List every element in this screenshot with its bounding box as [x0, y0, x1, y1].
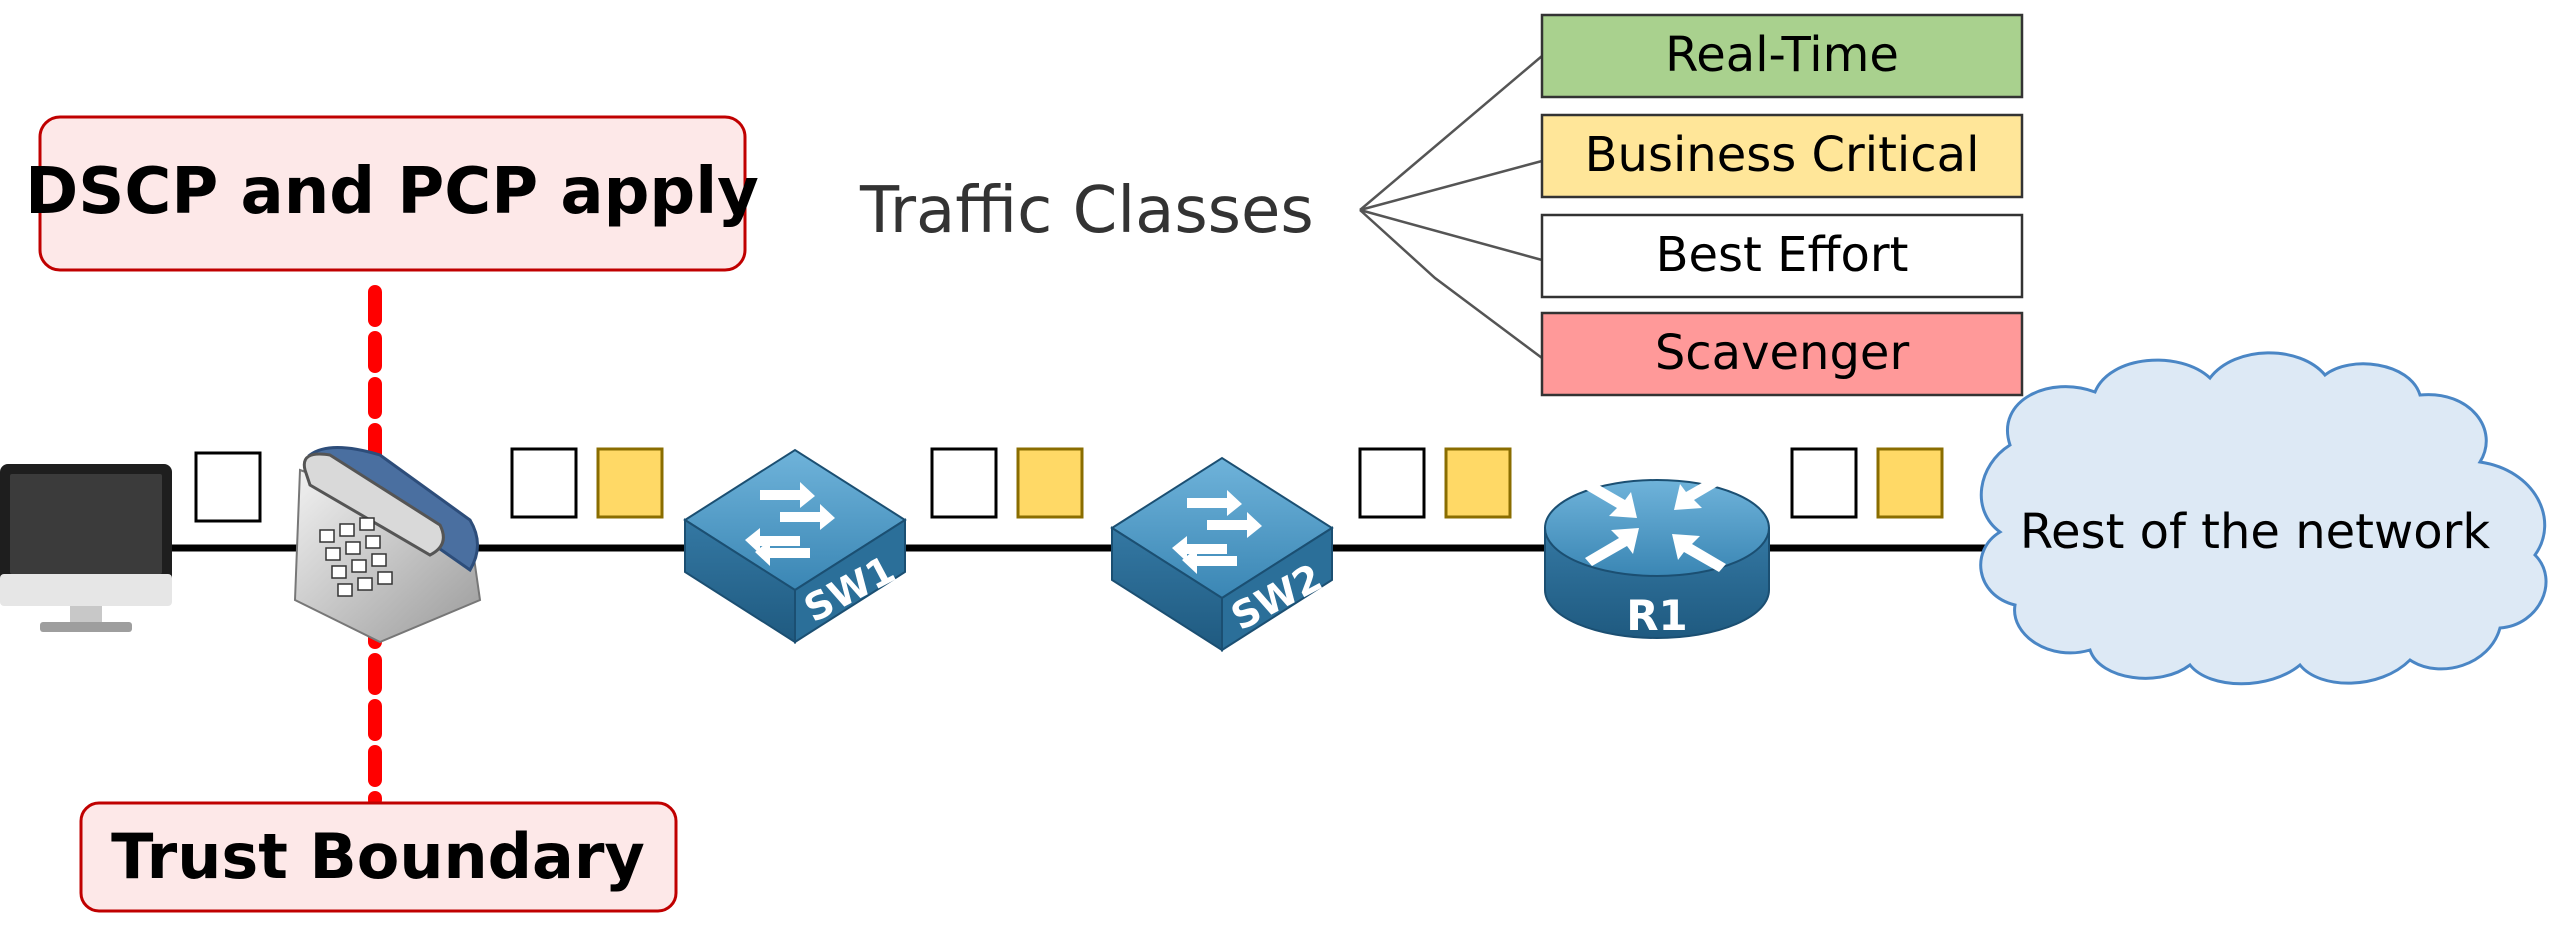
trust-boundary-callout: Trust Boundary [79, 801, 678, 913]
traffic-classes-heading: Traffic Classes [859, 174, 1314, 248]
switch-sw1-icon: SW1 [683, 448, 907, 644]
packet-unmarked [510, 447, 578, 519]
packet-marked [1444, 447, 1512, 519]
cloud-icon: Rest of the network [1979, 351, 2548, 686]
trust-boundary-label: Trust Boundary [111, 820, 645, 893]
computer-icon [0, 464, 172, 632]
router-r1-icon: R1 [1544, 472, 1770, 640]
packet-unmarked [930, 447, 998, 519]
class-box-scavenger: Scavenger [1540, 311, 2024, 397]
switch-sw2-icon: SW2 [1110, 456, 1334, 652]
class-label-best-effort: Best Effort [1656, 227, 1909, 283]
rest-of-network-label: Rest of the network [2020, 504, 2491, 560]
packets [194, 447, 1944, 523]
packet-marked [1016, 447, 1084, 519]
dscp-pcp-callout: DSCP and PCP apply [25, 115, 759, 272]
packet-marked [1876, 447, 1944, 519]
packet-unmarked [1358, 447, 1426, 519]
router-r1-label: R1 [1626, 591, 1688, 640]
traffic-classes-connectors [1359, 55, 1543, 360]
class-box-business-critical: Business Critical [1540, 113, 2024, 199]
ip-phone-icon [293, 446, 482, 644]
packet-unmarked [194, 451, 262, 523]
packet-marked [596, 447, 664, 519]
packet-unmarked [1790, 447, 1858, 519]
class-box-best-effort: Best Effort [1540, 213, 2024, 299]
dscp-pcp-label: DSCP and PCP apply [25, 155, 759, 229]
class-label-scavenger: Scavenger [1655, 325, 1910, 381]
class-label-real-time: Real-Time [1665, 27, 1899, 83]
class-label-business-critical: Business Critical [1585, 127, 1980, 183]
class-box-real-time: Real-Time [1540, 13, 2024, 99]
